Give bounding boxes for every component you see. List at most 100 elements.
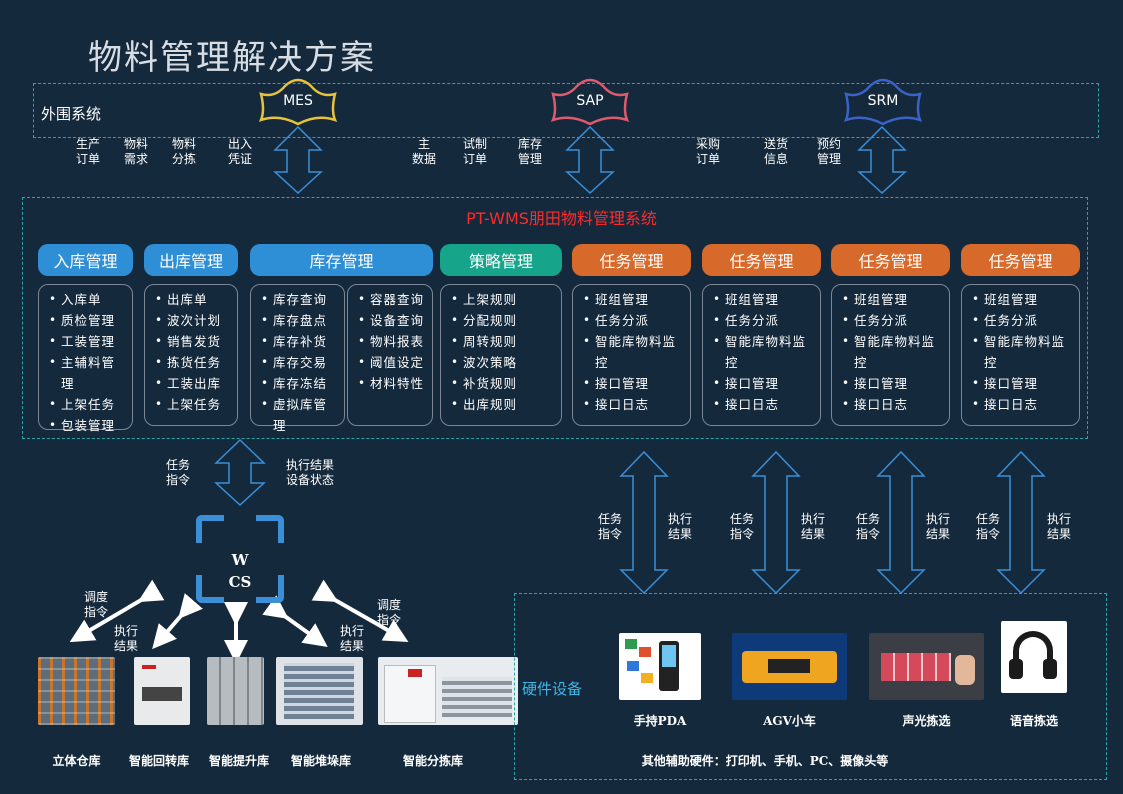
- module-item[interactable]: 阈值设定: [358, 352, 428, 373]
- module-header-7[interactable]: 任务管理: [961, 244, 1080, 276]
- flow-label-0-3: 出入 凭证: [228, 137, 253, 166]
- cloud-badge-2: [843, 78, 923, 126]
- warehouse-caption-1: 智能回转库: [128, 754, 189, 768]
- module-item[interactable]: 物料报表: [358, 331, 428, 352]
- module-item[interactable]: 接口日志: [842, 394, 945, 415]
- module-item[interactable]: 质检管理: [49, 310, 128, 331]
- module-item[interactable]: 上架任务: [49, 394, 128, 415]
- result-label-right: 执行 结果: [339, 624, 364, 653]
- module-item[interactable]: 库存查询: [261, 289, 340, 310]
- module-item[interactable]: 上架任务: [155, 394, 233, 415]
- module-item[interactable]: 接口管理: [842, 373, 945, 394]
- module-item[interactable]: 任务分派: [972, 310, 1075, 331]
- module-list-2: 库存查询库存盘点库存补货库存交易库存冻结虚拟库管理: [261, 289, 340, 436]
- module-item[interactable]: 包装管理: [49, 415, 128, 436]
- module-body-7: 班组管理任务分派智能库物料监控接口管理接口日志: [961, 284, 1080, 426]
- module-item[interactable]: 班组管理: [972, 289, 1075, 310]
- task-command-label-2: 任务 指令: [855, 512, 880, 541]
- wcs-task-command-label: 任务 指令: [165, 458, 190, 487]
- module-item[interactable]: 设备查询: [358, 310, 428, 331]
- flow-label-1-0: 主 数据: [412, 137, 437, 166]
- module-item[interactable]: 班组管理: [713, 289, 816, 310]
- module-item[interactable]: 分配规则: [451, 310, 557, 331]
- module-item[interactable]: 库存补货: [261, 331, 340, 352]
- module-list-7: 班组管理任务分派智能库物料监控接口管理接口日志: [972, 289, 1075, 415]
- module-item[interactable]: 拣货任务: [155, 352, 233, 373]
- module-item[interactable]: 智能库物料监控: [842, 331, 945, 373]
- module-header-5[interactable]: 任务管理: [702, 244, 821, 276]
- module-item[interactable]: 智能库物料监控: [713, 331, 816, 373]
- flow-label-2-0: 采购 订单: [696, 137, 721, 166]
- module-item[interactable]: 库存交易: [261, 352, 340, 373]
- module-item[interactable]: 接口日志: [713, 394, 816, 415]
- module-item[interactable]: 周转规则: [451, 331, 557, 352]
- module-item[interactable]: 出库规则: [451, 394, 557, 415]
- module-header-6[interactable]: 任务管理: [831, 244, 950, 276]
- warehouse-caption-0: 立体仓库: [52, 754, 101, 768]
- module-body-3: 上架规则分配规则周转规则波次策略补货规则出库规则: [440, 284, 562, 426]
- module-item[interactable]: 接口管理: [713, 373, 816, 394]
- module-item[interactable]: 任务分派: [583, 310, 686, 331]
- module-item[interactable]: 补货规则: [451, 373, 557, 394]
- hardware-caption-3: 语音拣选: [1009, 714, 1058, 728]
- module-item[interactable]: 材料特性: [358, 373, 428, 394]
- module-item[interactable]: 主辅料管理: [49, 352, 128, 394]
- module-item[interactable]: 接口管理: [583, 373, 686, 394]
- module-list-4: 班组管理任务分派智能库物料监控接口管理接口日志: [583, 289, 686, 415]
- module-header-0[interactable]: 入库管理: [38, 244, 133, 276]
- module-header-2[interactable]: 库存管理: [250, 244, 433, 276]
- flow-label-1-2: 库存 管理: [518, 137, 543, 166]
- module-item[interactable]: 波次策略: [451, 352, 557, 373]
- flow-label-0-1: 物料 需求: [124, 137, 149, 166]
- module-item[interactable]: 接口管理: [972, 373, 1075, 394]
- module-item[interactable]: 库存冻结: [261, 373, 340, 394]
- voice-headset-image: [1001, 621, 1067, 693]
- module-body-5: 班组管理任务分派智能库物料监控接口管理接口日志: [702, 284, 821, 426]
- module-list-5: 班组管理任务分派智能库物料监控接口管理接口日志: [713, 289, 816, 415]
- module-header-1[interactable]: 出库管理: [144, 244, 238, 276]
- module-item[interactable]: 波次计划: [155, 310, 233, 331]
- warehouse-image-5: [378, 657, 518, 725]
- cloud-badge-0: [258, 78, 338, 126]
- module-item[interactable]: 班组管理: [842, 289, 945, 310]
- warehouse-image-3: [207, 657, 264, 725]
- task-command-label-3: 任务 指令: [975, 512, 1000, 541]
- module-item[interactable]: 任务分派: [842, 310, 945, 331]
- module-item[interactable]: 工装出库: [155, 373, 233, 394]
- warehouse-image-2: [134, 657, 190, 725]
- module-item[interactable]: 销售发货: [155, 331, 233, 352]
- module-body-2-b: 容器查询设备查询物料报表阈值设定材料特性: [347, 284, 433, 426]
- task-command-label-0: 任务 指令: [597, 512, 622, 541]
- module-item[interactable]: 接口日志: [972, 394, 1075, 415]
- task-result-label-0: 执行 结果: [667, 512, 692, 541]
- page-title: 物料管理解决方案: [88, 38, 376, 78]
- cloud-badge-1: [550, 78, 630, 126]
- flow-label-0-0: 生产 订单: [76, 137, 101, 166]
- task-result-label-2: 执行 结果: [925, 512, 950, 541]
- module-list-2-b: 容器查询设备查询物料报表阈值设定材料特性: [358, 289, 428, 394]
- module-header-4[interactable]: 任务管理: [572, 244, 691, 276]
- module-item[interactable]: 库存盘点: [261, 310, 340, 331]
- flow-label-1-1: 试制 订单: [463, 137, 488, 166]
- module-list-6: 班组管理任务分派智能库物料监控接口管理接口日志: [842, 289, 945, 415]
- module-item[interactable]: 工装管理: [49, 331, 128, 352]
- module-item[interactable]: 班组管理: [583, 289, 686, 310]
- module-item[interactable]: 出库单: [155, 289, 233, 310]
- agv-image: [732, 633, 847, 700]
- wms-wcs-arrow: [214, 438, 266, 507]
- module-header-3[interactable]: 策略管理: [440, 244, 562, 276]
- module-item[interactable]: 任务分派: [713, 310, 816, 331]
- module-item[interactable]: 容器查询: [358, 289, 428, 310]
- module-item[interactable]: 接口日志: [583, 394, 686, 415]
- module-body-0: 入库单质检管理工装管理主辅料管理上架任务包装管理: [38, 284, 133, 436]
- module-body-6: 班组管理任务分派智能库物料监控接口管理接口日志: [831, 284, 950, 426]
- module-item[interactable]: 智能库物料监控: [583, 331, 686, 373]
- system-name-2: SRM: [867, 93, 899, 109]
- wcs-result-status-label: 执行结果 设备状态: [285, 458, 334, 487]
- module-item[interactable]: 虚拟库管理: [261, 394, 340, 436]
- module-body-2: 库存查询库存盘点库存补货库存交易库存冻结虚拟库管理: [250, 284, 345, 433]
- module-item[interactable]: 上架规则: [451, 289, 557, 310]
- module-item[interactable]: 智能库物料监控: [972, 331, 1075, 373]
- hardware-note: 其他辅助硬件：打印机、手机、PC、摄像头等: [641, 754, 889, 768]
- module-item[interactable]: 入库单: [49, 289, 128, 310]
